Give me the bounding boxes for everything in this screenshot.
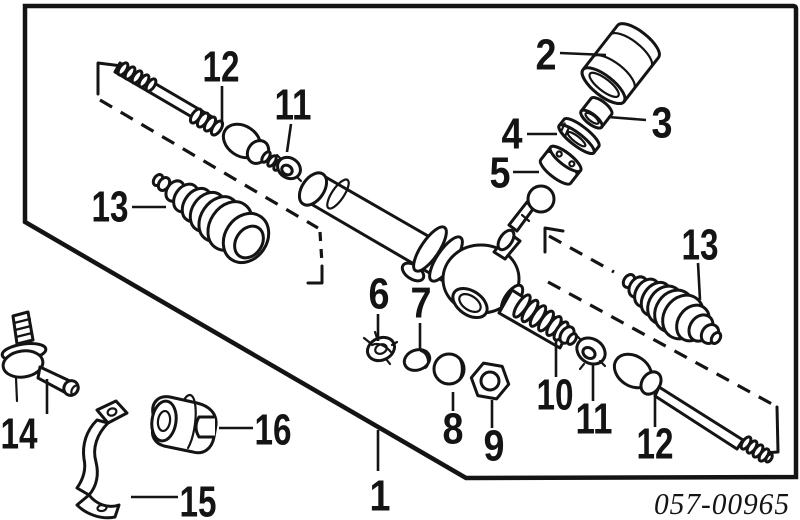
- lock-washer-left-drawing: [275, 153, 303, 183]
- bushing-8-drawing: [432, 352, 466, 386]
- tie-rod-inner-left-drawing: [113, 61, 284, 172]
- part-label-14: 14: [1, 410, 38, 459]
- dust-cap-drawing: [580, 22, 661, 105]
- leader-line-2: [559, 51, 607, 57]
- leader-line-3: [607, 115, 647, 122]
- part-label-13-right: 13: [682, 221, 719, 270]
- part-label-7: 7: [411, 279, 432, 328]
- pinion-housing-drawing: [441, 228, 525, 320]
- part-label-8: 8: [443, 405, 464, 454]
- dashed-bracket-right: [543, 226, 780, 455]
- leader-line-11-left: [285, 123, 293, 153]
- tie-rod-end-drawing: [0, 310, 80, 403]
- part-label-1: 1: [370, 472, 391, 520]
- dashed-bracket-left: [96, 61, 324, 285]
- part-label-13-left: 13: [92, 183, 129, 232]
- part-label-2: 2: [536, 31, 557, 80]
- part-label-3: 3: [652, 99, 673, 148]
- input-shaft-drawing: [507, 184, 556, 233]
- hex-nut-drawing: [469, 361, 511, 401]
- part-label-11-right: 11: [576, 395, 613, 444]
- part-label-12-right: 12: [637, 420, 674, 469]
- washer-drawing: [557, 117, 601, 155]
- part-code: 057-00965: [654, 486, 790, 520]
- boot-left-drawing: [151, 173, 271, 265]
- tie-rod-inner-right-drawing: [612, 352, 774, 464]
- part-label-4: 4: [502, 110, 523, 159]
- lock-washer-right-drawing: [574, 333, 607, 371]
- plug-drawing: [402, 348, 432, 372]
- part-label-5: 5: [490, 149, 511, 198]
- part-label-10: 10: [537, 371, 574, 420]
- rack-tube-drawing: [297, 171, 477, 287]
- part-label-9: 9: [484, 422, 505, 471]
- mount-bushing-drawing: [150, 393, 218, 455]
- frame-border: [22, 3, 799, 481]
- part-label-16: 16: [255, 406, 292, 455]
- part-label-6: 6: [369, 270, 390, 319]
- clamp-bracket-drawing: [75, 399, 129, 520]
- bushing-drawing: [579, 96, 614, 130]
- leader-line-13-right: [696, 262, 702, 301]
- part-label-15: 15: [180, 478, 217, 520]
- boot-right-drawing: [621, 273, 723, 345]
- clip-drawing: [362, 330, 399, 366]
- part-label-11-left: 11: [275, 81, 312, 130]
- rack-end-drawing: [497, 288, 578, 350]
- spring-seat-drawing: [538, 144, 583, 186]
- part-label-12-left: 12: [203, 43, 240, 92]
